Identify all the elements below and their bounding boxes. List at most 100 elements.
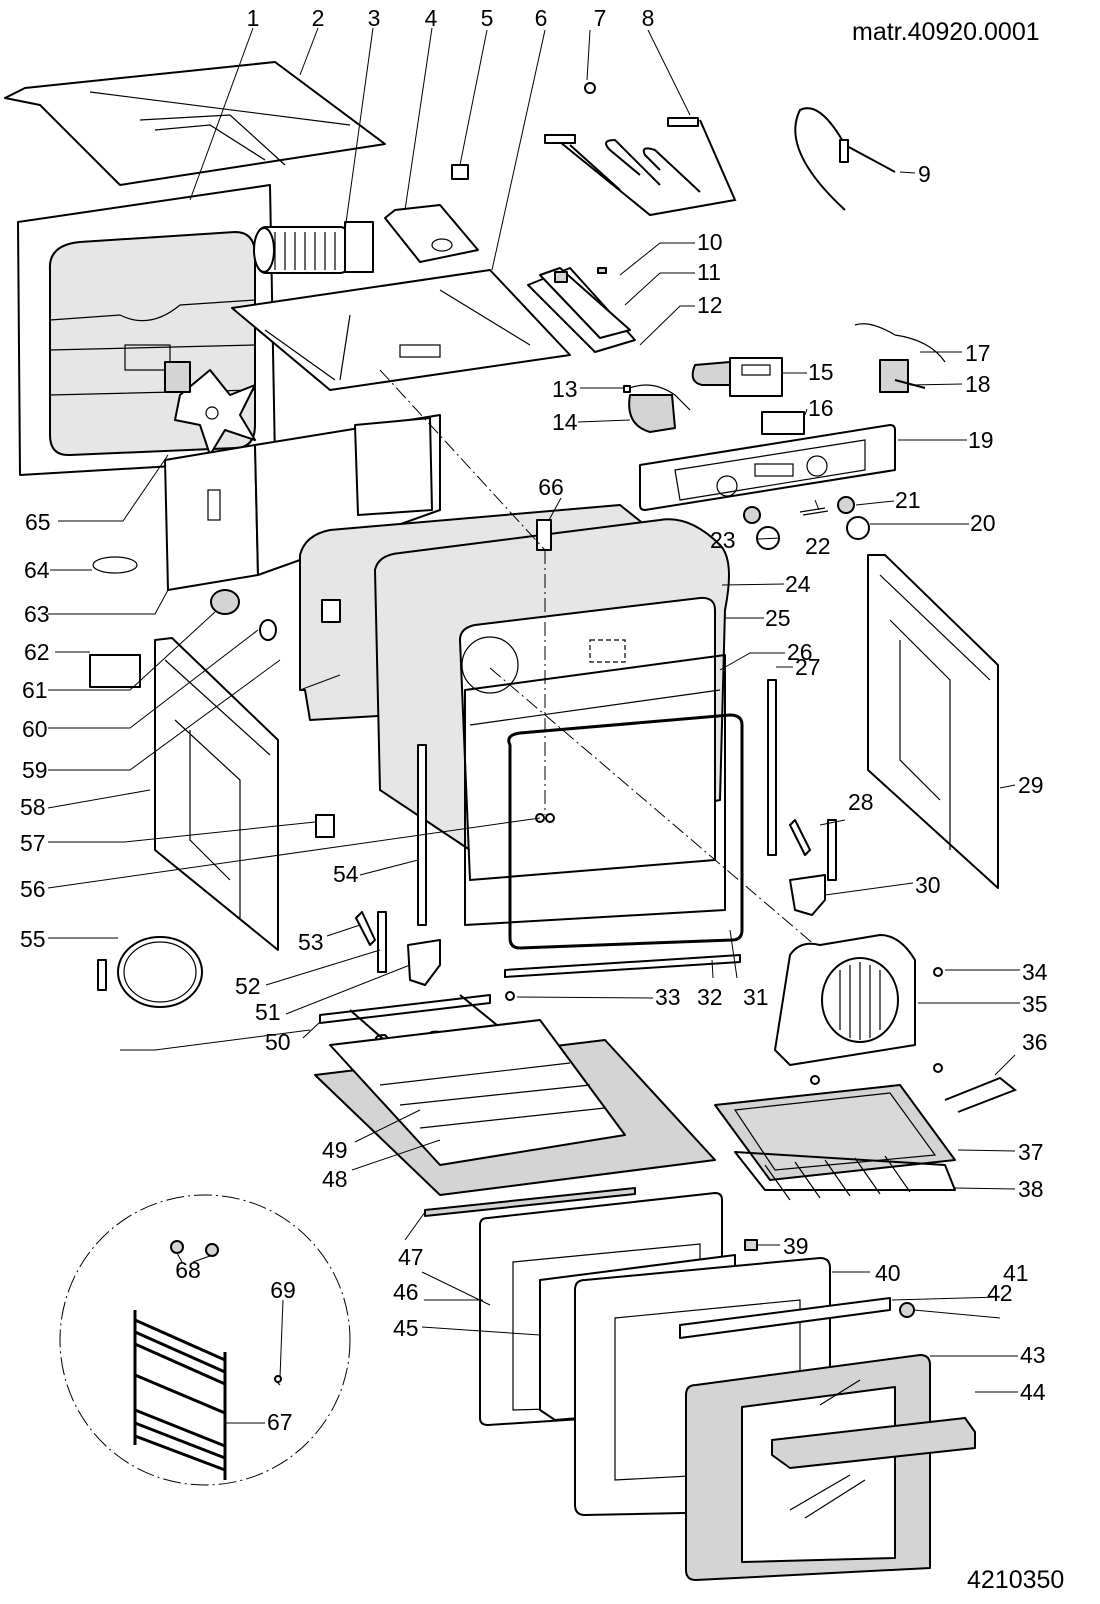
part-cable [92,556,138,574]
part-side-bracket-right [767,679,777,856]
callout-31: 31 [743,984,769,1010]
callout-3: 3 [368,5,381,31]
part-baking-tray [714,1084,956,1181]
part-fan-motor [164,361,256,456]
callout-21: 21 [895,487,921,513]
callout-58: 58 [20,794,46,820]
callout-15: 15 [808,359,834,385]
callout-45: 45 [393,1315,419,1341]
callout-24: 24 [785,571,811,597]
part-hinges-right [789,819,837,916]
part-circuit-board [527,267,636,353]
detail-inset [59,1194,351,1486]
part-knobs [743,496,870,550]
part-clip-57 [315,814,335,838]
part-outer-door [685,1354,931,1581]
callout-63: 63 [24,601,50,627]
callout-25: 25 [765,605,791,631]
part-cooling-fan [253,221,374,274]
callout-14: 14 [552,409,578,435]
callout-62: 62 [24,639,50,665]
callout-35: 35 [1022,991,1048,1017]
callout-55: 55 [20,926,46,952]
callout-8: 8 [642,5,655,31]
drawing-number: 4210350 [967,1566,1064,1594]
callout-34: 34 [1022,959,1048,985]
callout-36: 36 [1022,1029,1048,1055]
callout-68: 68 [175,1257,201,1283]
part-probe [794,107,896,211]
part-terminal-block [89,654,141,688]
callout-20: 20 [970,510,996,536]
part-circular-element [97,936,203,1008]
part-oven-cavity [374,518,730,881]
callout-30: 30 [915,872,941,898]
part-thermostat [854,323,946,393]
callout-57: 57 [20,830,46,856]
callout-7: 7 [594,5,607,31]
part-door-seal [507,713,744,950]
part-control-panel [639,424,896,511]
callout-41: 41 [1003,1260,1029,1286]
callout-42-visible: 42 [987,1280,1013,1306]
part-door-profile [679,1297,891,1339]
part-stop [744,1239,758,1251]
part-hinges-left [355,911,441,986]
callout-1: 1 [247,5,260,31]
part-lamp-cover [259,619,277,641]
callout-49: 49 [322,1137,348,1163]
callout-51: 51 [255,999,281,1025]
callout-38: 38 [1018,1176,1044,1202]
callout-50: 50 [265,1029,291,1055]
callout-37: 37 [1018,1139,1044,1165]
callout-29: 29 [1018,772,1044,798]
part-seal-strip [424,1187,636,1217]
callout-16: 16 [808,395,834,421]
part-clip-upper [321,599,341,623]
part-top-panel [231,269,571,391]
callout-32: 32 [697,984,723,1010]
part-lamp [584,82,596,94]
part-screw-33 [505,991,515,1001]
leader-lines [47,27,1020,1424]
callout-18: 18 [965,371,991,397]
part-fan-cover [384,204,479,263]
callout-28: 28 [848,789,874,815]
callout-43: 43 [1020,1342,1046,1368]
part-side-panel-left [154,637,279,951]
callout-46: 46 [393,1279,419,1305]
part-cap [899,1302,915,1318]
callout-64: 64 [24,557,50,583]
callout-60: 60 [22,716,48,742]
callout-69: 69 [270,1277,296,1303]
callout-22: 22 [805,533,831,559]
callout-13: 13 [552,376,578,402]
part-lamp-holder [210,589,240,615]
callout-6: 6 [535,5,548,31]
callout-12: 12 [697,292,723,318]
assembly-line [489,667,851,976]
callout-65: 65 [25,509,51,535]
part-oven-rack [734,1151,956,1201]
callout-23: 23 [710,527,736,553]
callout-2: 2 [312,5,325,31]
callout-47: 47 [398,1244,424,1270]
callout-53: 53 [298,929,324,955]
part-clip-36 [944,1076,1017,1113]
callout-17: 17 [965,340,991,366]
callout-39: 39 [783,1233,809,1259]
callout-40: 40 [875,1260,901,1286]
part-door-handle [771,1417,976,1469]
material-code: matr.40920.0001 [852,18,1040,46]
part-bottom-panel [314,1019,716,1196]
part-grill-element [544,117,737,217]
callout-5: 5 [481,5,494,31]
part-selector-switch [623,384,691,433]
callout-labels: 1 2 3 4 5 6 7 8 9 10 11 12 13 14 15 16 1… [20,5,1048,1435]
part-rear-frame [164,414,441,591]
part-spacer [379,369,555,823]
part-front-frame [464,654,726,926]
callout-27: 27 [795,654,821,680]
part-thermostat-switch [451,164,469,180]
